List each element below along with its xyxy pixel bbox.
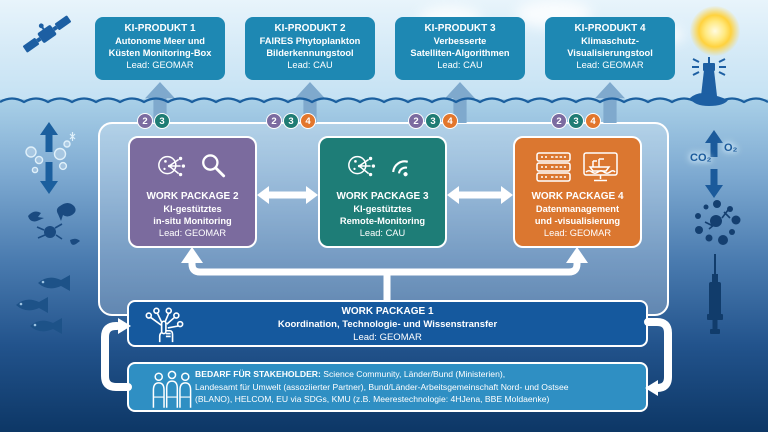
loop-arrow-stakeholder-to-wp1	[101, 318, 132, 391]
wp-badge: 4	[442, 113, 458, 129]
co2-label: CO₂	[690, 152, 712, 164]
wp-badge: 2	[408, 113, 424, 129]
waterline	[0, 97, 768, 104]
magnifier-icon	[202, 154, 226, 178]
product-box-4: KI-PRODUKT 4 Klimaschutz- Visualisierung…	[545, 17, 675, 80]
wp-badge: 2	[266, 113, 282, 129]
loop-arrow-wp1-to-stakeholder	[644, 318, 672, 396]
work-package-4-box: WORK PACKAGE 4 Datenmanagement und -visu…	[513, 136, 642, 248]
product-line: Visualisierungstool	[567, 48, 653, 58]
wifi-signal-icon	[392, 160, 409, 177]
double-arrow-wp2-wp3	[257, 186, 318, 204]
product-title: KI-PRODUKT 2	[274, 23, 346, 34]
wp1-lead: Lead: GEOMAR	[353, 332, 422, 343]
wp-title: WORK PACKAGE 4	[531, 191, 624, 202]
wp-line: in-situ Monitoring	[153, 216, 232, 226]
wp-badge: 3	[425, 113, 441, 129]
satellite-icon	[22, 15, 72, 53]
stakeholder-line-2: Landesamt für Umwelt (assoziierter Partn…	[195, 381, 569, 392]
o2-label: O₂	[724, 142, 738, 154]
work-package-3-box: WORK PACKAGE 3 KI-gestütztes Remote-Moni…	[318, 136, 447, 248]
product-title: KI-PRODUKT 3	[424, 23, 496, 34]
mixing-arrows-bubbles-icon	[25, 122, 76, 194]
stakeholder-line-3: (BLANO), HELCOM, EU via SDGs, KMU (z.B. …	[195, 394, 550, 405]
product-title: KI-PRODUKT 4	[574, 23, 646, 34]
wp-badge: 3	[154, 113, 170, 129]
wp-badge: 4	[300, 113, 316, 129]
wp-badge: 4	[585, 113, 601, 129]
product-line: Satelliten-Algorithmen	[410, 48, 510, 58]
wp-badge: 3	[568, 113, 584, 129]
wp-line: KI-gestütztes	[163, 204, 222, 214]
hand-network-icon	[145, 307, 184, 343]
gas-exchange-arrows-icon	[705, 130, 723, 198]
product-lead: Lead: GEOMAR	[126, 60, 194, 70]
people-group-icon	[152, 370, 192, 408]
lighthouse-icon	[690, 57, 728, 106]
double-arrow-wp3-wp4	[447, 186, 513, 204]
wp-badge: 3	[283, 113, 299, 129]
wp-badge: 2	[551, 113, 567, 129]
product-line: Klimaschutz-	[581, 36, 639, 46]
fish-school-icon	[16, 275, 70, 334]
wp-line: KI-gestütztes	[353, 204, 412, 214]
work-package-1-box: WORK PACKAGE 1 Koordination, Technologie…	[127, 300, 648, 347]
stakeholder-line-1-rest: Science Community, Länder/Bund (Minister…	[320, 369, 506, 379]
product-box-1: KI-PRODUKT 1 Autonome Meer und Küsten Mo…	[95, 17, 225, 80]
product-line: Bilderkennungstool	[266, 48, 354, 58]
product-lead: Lead: GEOMAR	[576, 60, 644, 70]
wp1-title: WORK PACKAGE 1	[341, 306, 434, 317]
work-package-2-box: WORK PACKAGE 2 KI-gestütztes in-situ Mon…	[128, 136, 257, 248]
stakeholder-heading: BEDARF FÜR STAKEHOLDER:	[195, 369, 321, 379]
badge-group-product-1: 2 3	[137, 113, 170, 129]
badge-group-product-4: 2 3 4	[551, 113, 601, 129]
wp4-icons	[515, 138, 640, 190]
product-title: KI-PRODUKT 1	[124, 23, 196, 34]
product-line: Küsten Monitoring-Box	[108, 48, 212, 58]
product-box-2: KI-PRODUKT 2 FAIRES Phytoplankton Bilder…	[245, 17, 375, 80]
measuring-probe-icon	[707, 254, 723, 334]
product-line: Autonome Meer und	[115, 36, 205, 46]
product-lead: Lead: CAU	[287, 60, 333, 70]
plankton-ring-icon	[695, 200, 741, 245]
ai-head-icon	[158, 155, 186, 177]
wp-lead: Lead: GEOMAR	[158, 228, 227, 238]
stakeholder-text: BEDARF FÜR STAKEHOLDER: Science Communit…	[195, 368, 569, 406]
wp1-branch-connector	[181, 247, 588, 302]
stakeholder-box: BEDARF FÜR STAKEHOLDER: Science Communit…	[127, 362, 648, 412]
product-box-3: KI-PRODUKT 3 Verbesserte Satelliten-Algo…	[395, 17, 525, 80]
wp-title: WORK PACKAGE 3	[336, 191, 429, 202]
wp-line: Datenmanagement	[535, 204, 620, 214]
wp-lead: Lead: CAU	[359, 228, 406, 238]
wp-title: WORK PACKAGE 2	[146, 191, 239, 202]
stakeholder-line-1: BEDARF FÜR STAKEHOLDER: Science Communit…	[195, 368, 569, 381]
badge-group-product-2: 2 3 4	[266, 113, 316, 129]
wp-line: und -visualisierung	[534, 216, 621, 226]
server-stack-icon	[536, 152, 571, 182]
wp-badge: 2	[137, 113, 153, 129]
product-lead: Lead: CAU	[437, 60, 483, 70]
badge-group-product-3: 2 3 4	[408, 113, 458, 129]
sun-icon	[690, 6, 740, 56]
product-line: FAIRES Phytoplankton	[259, 36, 361, 46]
wp-line: Remote-Monitoring	[339, 216, 426, 226]
wp1-subtitle: Koordination, Technologie- und Wissenstr…	[277, 319, 498, 330]
wp2-icons	[130, 138, 255, 190]
wp3-icons	[320, 138, 445, 190]
ai-head-icon	[348, 155, 376, 177]
wp-lead: Lead: GEOMAR	[543, 228, 612, 238]
product-line: Verbesserte	[433, 36, 487, 46]
plankton-creatures-icon	[28, 203, 80, 245]
monitor-ship-icon	[583, 152, 618, 182]
